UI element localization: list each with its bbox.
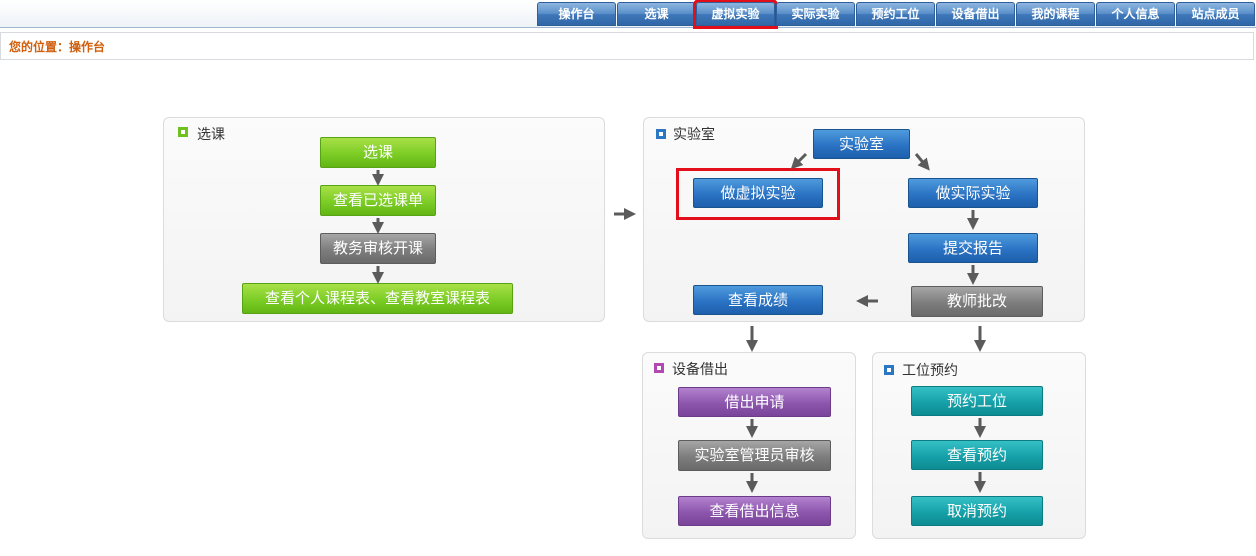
square-bullet-icon	[178, 127, 188, 137]
highlight-box	[676, 168, 840, 220]
panel-title: 选课	[197, 127, 225, 143]
diagonal-arrow-icon	[914, 153, 930, 171]
square-bullet-icon	[654, 363, 664, 373]
nav-tab-site-members[interactable]: 站点成员	[1176, 2, 1255, 26]
nav-tab-personal-info[interactable]: 个人信息	[1096, 2, 1175, 26]
diagonal-arrow-icon	[790, 152, 808, 170]
square-bullet-icon	[656, 129, 666, 139]
view-reservation-button[interactable]: 查看预约	[911, 440, 1043, 470]
view-selected-courses-button[interactable]: 查看已选课单	[320, 185, 436, 216]
panel-title: 工位预约	[902, 363, 958, 379]
cancel-reservation-button[interactable]: 取消预约	[911, 496, 1043, 526]
academic-review-button[interactable]: 教务审核开课	[320, 233, 436, 264]
square-bullet-icon	[884, 365, 894, 375]
select-course-button[interactable]: 选课	[320, 137, 436, 168]
panel-title: 实验室	[673, 127, 715, 143]
nav-tab-reserve-station[interactable]: 预约工位	[856, 2, 935, 26]
loan-request-button[interactable]: 借出申请	[678, 387, 831, 417]
virtual-experiment-button[interactable]: 做虚拟实验	[693, 178, 823, 208]
breadcrumb: 您的位置：操作台	[0, 32, 1254, 60]
teacher-grading-button[interactable]: 教师批改	[911, 286, 1043, 317]
lab-root-button[interactable]: 实验室	[813, 129, 910, 159]
panel-title: 设备借出	[672, 362, 728, 378]
nav-tab-my-courses[interactable]: 我的课程	[1016, 2, 1095, 26]
nav-tab-course-selection[interactable]: 选课	[617, 2, 696, 26]
breadcrumb-text: 您的位置：操作台	[9, 40, 106, 54]
nav-tab-actual-experiment[interactable]: 实际实验	[776, 2, 855, 26]
reserve-station-button[interactable]: 预约工位	[911, 386, 1043, 416]
nav-tab-console[interactable]: 操作台	[537, 2, 616, 26]
view-loan-info-button[interactable]: 查看借出信息	[678, 496, 831, 526]
submit-report-button[interactable]: 提交报告	[908, 233, 1038, 263]
nav-tab-equipment-loan[interactable]: 设备借出	[936, 2, 1015, 26]
admin-review-button[interactable]: 实验室管理员审核	[678, 440, 831, 471]
nav-tab-virtual-experiment[interactable]: 虚拟实验	[693, 0, 778, 29]
actual-experiment-button[interactable]: 做实际实验	[908, 178, 1038, 208]
top-nav-bar: 操作台 选课 虚拟实验 实际实验 预约工位 设备借出 我的课程 个人信息 站点成…	[0, 0, 1256, 29]
view-score-button[interactable]: 查看成绩	[693, 285, 823, 315]
